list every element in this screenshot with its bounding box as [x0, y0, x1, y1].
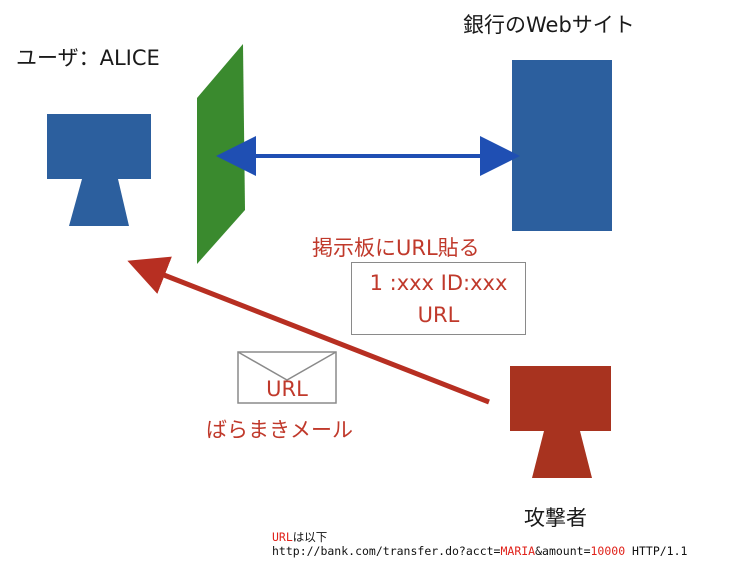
spam-mail-label: ばらまきメール [206, 418, 353, 442]
bank-server-icon [512, 60, 612, 231]
board-post-box: 1 :xxx ID:xxx URL [351, 262, 526, 335]
attacker-computer-icon [510, 366, 611, 478]
caption-url-word: URL [272, 530, 293, 544]
url-part3: HTTP/1.1 [625, 544, 688, 558]
bank-site-label: 銀行のWebサイト [463, 13, 635, 37]
url-part2: &amount= [535, 544, 591, 558]
footer-caption: URLは以下 [272, 529, 327, 545]
user-computer-icon [47, 114, 151, 226]
attack-arrow [127, 256, 490, 405]
board-post-line2: URL [417, 303, 460, 327]
caption-suffix: は以下 [292, 530, 328, 544]
post-url-label: 掲示板にURL貼る [312, 236, 480, 260]
url-acct: MARIA [500, 544, 536, 558]
user-label: ユーザ：ALICE [16, 46, 160, 70]
footer-url: http://bank.com/transfer.do?acct=MARIA&a… [272, 544, 687, 558]
mail-envelope-icon [237, 351, 337, 404]
url-part1: http://bank.com/transfer.do?acct= [272, 544, 501, 558]
mail-envelope-text: URL [266, 377, 308, 401]
attacker-label: 攻撃者 [524, 506, 587, 530]
board-post-line1: 1 :xxx ID:xxx [369, 271, 508, 295]
url-amount: 10000 [590, 544, 626, 558]
